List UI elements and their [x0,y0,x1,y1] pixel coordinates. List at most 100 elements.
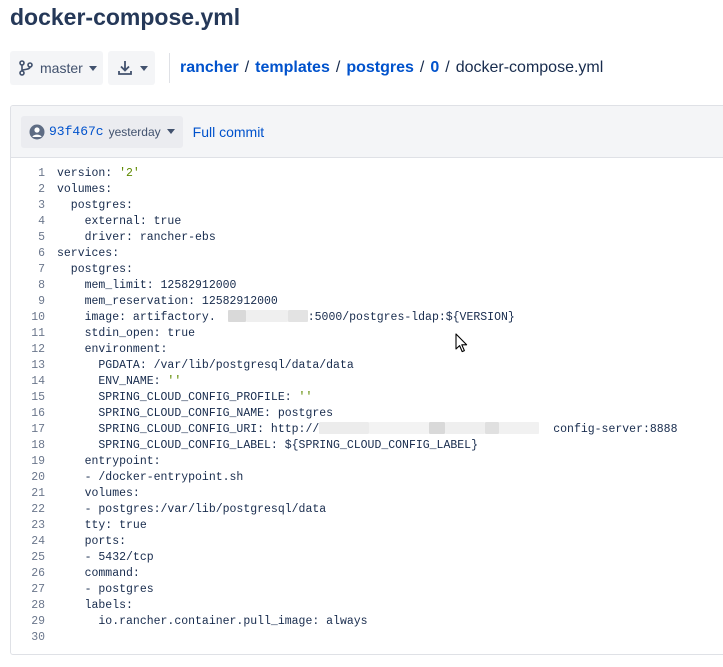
branch-selector-button[interactable]: master [10,51,103,85]
download-icon [116,59,134,77]
line-number: 26 [31,567,45,580]
code-line: ENV_NAME: '' [57,375,182,388]
line-number: 8 [38,279,45,292]
redacted-region [499,422,540,434]
toolbar: master rancher / templates / postgres / … [10,51,603,85]
commit-selector-button[interactable]: 93f467c yesterday [21,115,183,148]
code-line: SPRING_CLOUD_CONFIG_URI: http://config-s… [57,422,678,436]
code-line: entrypoint: [57,455,161,468]
breadcrumb-separator: / [335,59,341,76]
line-number: 30 [31,631,45,644]
line-number: 13 [31,359,45,372]
line-number: 27 [31,583,45,596]
redacted-region [429,422,446,434]
line-number: 14 [31,375,45,388]
line-number: 4 [38,215,45,228]
breadcrumb-item-postgres[interactable]: postgres [346,59,414,76]
breadcrumb-separator: / [419,59,425,76]
line-number: 11 [31,327,45,340]
file-title: docker-compose.yml [10,4,241,30]
line-number-gutter: 1 2 3 4 5 6 7 8 9 10 11 12 13 14 15 16 1… [11,166,51,646]
code-line: SPRING_CLOUD_CONFIG_PROFILE: '' [57,391,313,404]
redacted-region [539,422,554,434]
line-number: 21 [31,487,45,500]
code-line: tty: true [57,519,147,532]
line-number: 10 [31,311,45,324]
redacted-region [319,422,370,434]
code-line: stdin_open: true [57,327,196,340]
redacted-region [227,310,246,322]
code-line: services: [57,247,120,260]
code-line: PGDATA: /var/lib/postgresql/data/data [57,359,354,372]
line-number: 2 [38,183,45,196]
line-number: 25 [31,551,45,564]
line-number: 17 [31,423,45,436]
commit-hash: 93f467c [49,124,104,139]
breadcrumb-current-file: docker-compose.yml [455,59,604,76]
line-number: 7 [38,263,45,276]
code-lines: version: '2' volumes: postgres: external:… [51,166,677,646]
code-line: - 5432/tcp [57,551,154,564]
code-line [57,630,677,646]
redacted-region [485,422,500,434]
download-button[interactable] [108,51,155,85]
line-number: 20 [31,471,45,484]
code-line: external: true [57,215,182,228]
code-line: labels: [57,599,133,612]
toolbar-divider [169,53,170,83]
breadcrumb-item-rancher[interactable]: rancher [180,59,239,76]
code-line: SPRING_CLOUD_CONFIG_LABEL: ${SPRING_CLOU… [57,439,478,452]
chevron-down-icon [88,65,97,71]
string-literal: '' [298,391,313,404]
redacted-region [215,310,228,322]
line-number: 19 [31,455,45,468]
code-line: io.rancher.container.pull_image: always [57,615,368,628]
line-number: 29 [31,615,45,628]
code-line: driver: rancher-ebs [57,231,216,244]
full-commit-link[interactable]: Full commit [192,123,265,140]
line-number: 6 [38,247,45,260]
branch-icon [18,60,34,76]
chevron-down-icon [166,129,175,134]
breadcrumb-item-templates[interactable]: templates [255,59,330,76]
string-literal: '' [167,375,182,388]
line-number: 3 [38,199,45,212]
chevron-down-icon [139,65,148,71]
code-line: SPRING_CLOUD_CONFIG_NAME: postgres [57,407,334,420]
file-panel: 93f467c yesterday Full commit 1 2 3 4 5 … [10,105,723,655]
breadcrumb-separator: / [445,59,450,76]
line-number: 9 [38,295,45,308]
line-number: 22 [31,503,45,516]
branch-label: master [40,60,83,76]
line-number: 16 [31,407,45,420]
redacted-region [369,422,430,434]
code-line: postgres: [57,263,133,276]
code-line: ports: [57,535,127,548]
code-line: postgres: [57,199,133,212]
redacted-region [287,310,308,322]
line-number: 18 [31,439,45,452]
file-header: 93f467c yesterday Full commit [11,106,723,158]
line-number: 24 [31,535,45,548]
code-line: mem_limit: 12582912000 [57,279,237,292]
code-line: volumes: [57,487,140,500]
mouse-cursor-icon [455,333,469,353]
code-line: - postgres:/var/lib/postgresql/data [57,503,327,516]
breadcrumb-separator: / [244,59,250,76]
avatar-icon [29,124,45,140]
code-line: image: artifactory.:5000/postgres-ldap:$… [57,310,515,324]
line-number: 23 [31,519,45,532]
code-line: volumes: [57,183,113,196]
breadcrumb: rancher / templates / postgres / 0 / doc… [180,59,603,77]
commit-time: yesterday [108,124,161,139]
line-number: 15 [31,391,45,404]
code-line: version: '2' [57,167,140,180]
line-number: 1 [38,167,45,180]
code-view: 1 2 3 4 5 6 7 8 9 10 11 12 13 14 15 16 1… [11,158,723,646]
code-line: - /docker-entrypoint.sh [57,471,244,484]
code-line: command: [57,567,140,580]
redacted-region [245,310,288,322]
line-number: 12 [31,343,45,356]
breadcrumb-item-0[interactable]: 0 [430,59,440,76]
